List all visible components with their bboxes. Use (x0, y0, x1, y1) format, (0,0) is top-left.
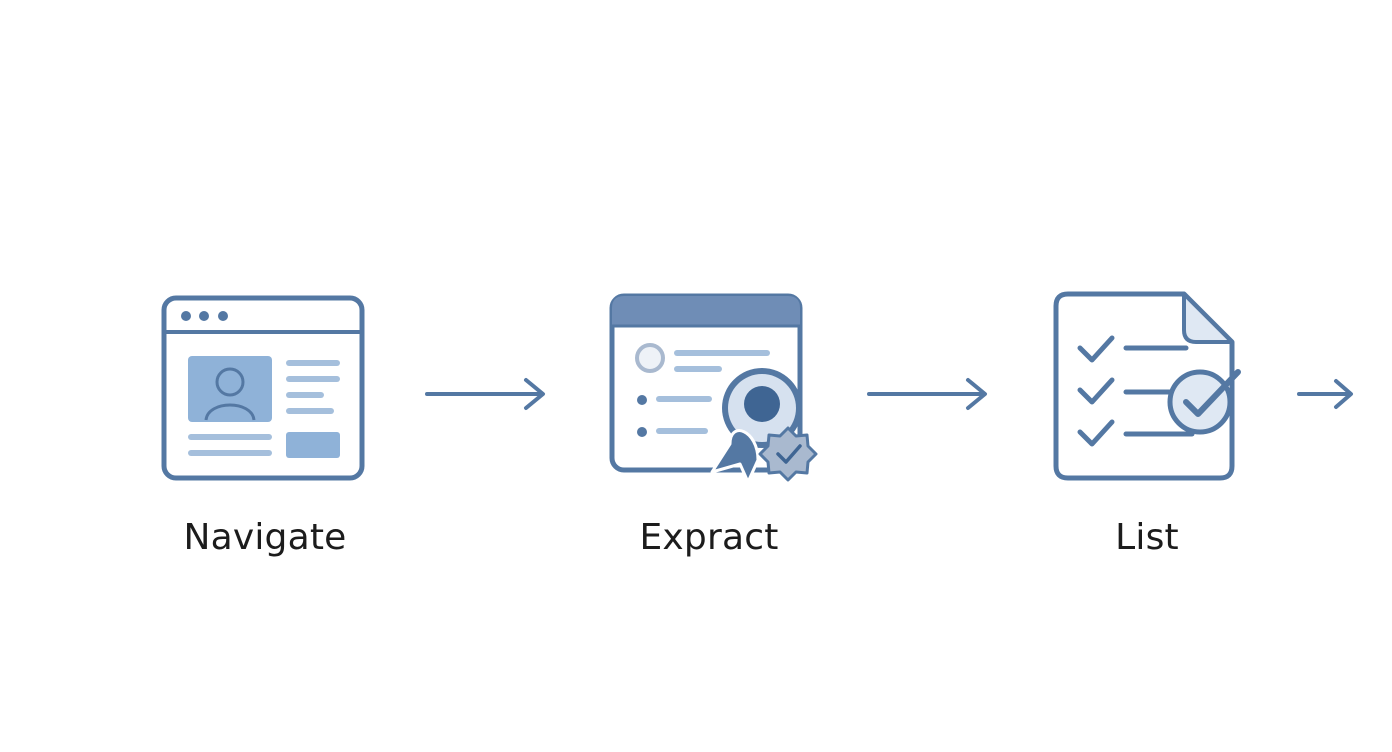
browser-profile-icon (161, 295, 365, 481)
step-label-expract: Expract (639, 517, 779, 558)
checklist-document-icon (1053, 291, 1241, 481)
step-label-navigate: Navigate (183, 517, 347, 558)
arrow-right-icon (1297, 379, 1353, 409)
step-label-list: List (1115, 517, 1179, 558)
arrow-right-icon (425, 378, 545, 410)
profile-badge-icon (609, 293, 818, 484)
arrow-right-icon (867, 378, 987, 410)
